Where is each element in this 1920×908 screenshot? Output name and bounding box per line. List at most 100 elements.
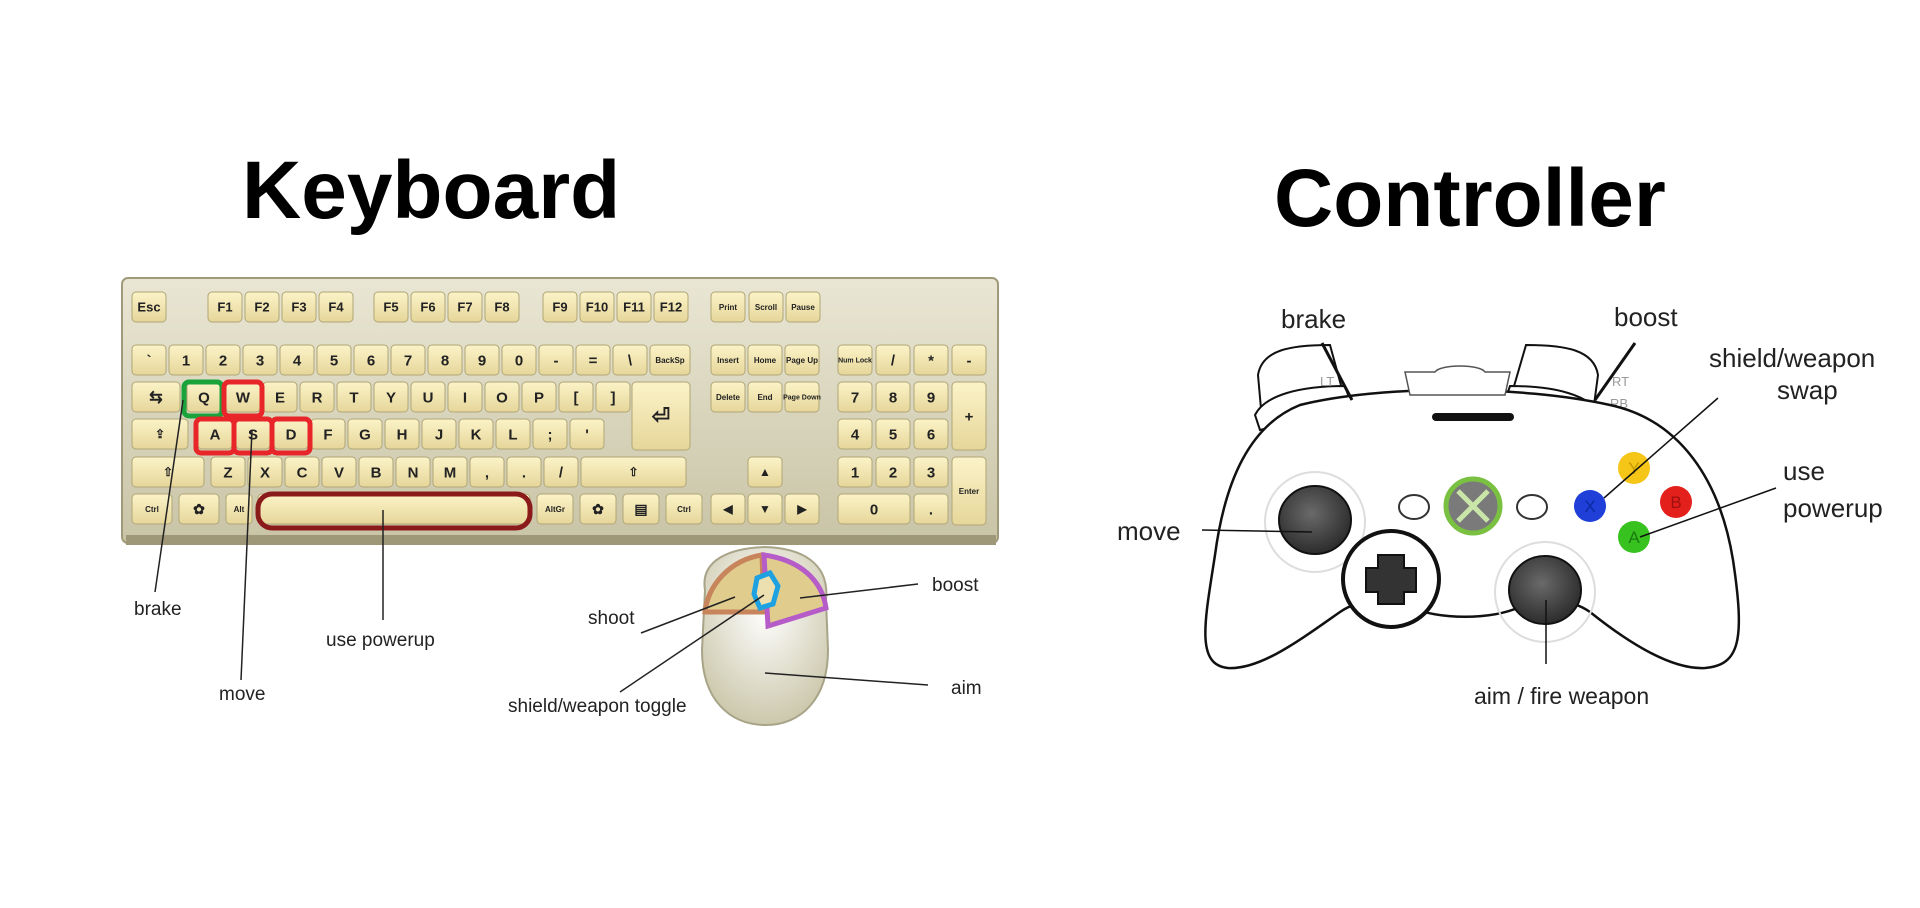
key-label-arrow-up: ▲ bbox=[759, 465, 771, 479]
key-label-num-2: 2 bbox=[219, 352, 227, 369]
key-label-np-3: 3 bbox=[927, 464, 935, 481]
key-shift-5 bbox=[395, 456, 431, 488]
key-label-np-4: 4 bbox=[851, 426, 860, 443]
key-num-1 bbox=[168, 344, 204, 376]
key-label-nav-3: Delete bbox=[716, 393, 741, 402]
key-fn-9 bbox=[542, 291, 578, 323]
key-fn-11 bbox=[616, 291, 652, 323]
key-caps-9 bbox=[532, 418, 568, 450]
key-label-fn-15: Pause bbox=[791, 303, 815, 312]
key-label-caps-5: H bbox=[397, 426, 408, 443]
key-np-2 bbox=[875, 456, 911, 488]
key-num-14 bbox=[649, 344, 691, 376]
ctrl-powerup-label-line1: use bbox=[1783, 456, 1825, 486]
boost-label: boost bbox=[932, 575, 979, 596]
dpad bbox=[1365, 554, 1417, 605]
key-label-shift-6: M bbox=[444, 464, 457, 481]
key-label-shift-2: C bbox=[297, 464, 308, 481]
key-np-7 bbox=[837, 381, 873, 413]
key-label-fn-7: F7 bbox=[457, 300, 472, 315]
xbox-logo-icon bbox=[1456, 489, 1490, 523]
use-powerup-label: use powerup bbox=[326, 630, 435, 651]
move-key-d-highlight bbox=[269, 416, 313, 456]
key-fn-0 bbox=[131, 291, 167, 323]
key-label-fn-2: F2 bbox=[254, 300, 269, 315]
key-np-1 bbox=[837, 456, 873, 488]
a-button bbox=[1618, 521, 1650, 553]
key-label-np-5: 5 bbox=[889, 426, 897, 443]
key-fn-3 bbox=[281, 291, 317, 323]
key-num-2 bbox=[205, 344, 241, 376]
key-label-num-6: 6 bbox=[367, 352, 375, 369]
y-button bbox=[1618, 452, 1650, 484]
key-label-tab-3: R bbox=[312, 389, 323, 406]
ctrl-move-label: move bbox=[1117, 516, 1181, 546]
left-stick bbox=[1278, 485, 1352, 555]
key-nav-0 bbox=[710, 344, 746, 376]
key-label-tab-6: U bbox=[423, 389, 434, 406]
key-label-np-8: 8 bbox=[889, 389, 897, 406]
key-label-np-dot: . bbox=[929, 501, 933, 518]
key-label-np-plus: + bbox=[965, 408, 974, 425]
key-label-np-numlock: Num Lock bbox=[838, 357, 872, 364]
key-label-alt: Alt bbox=[234, 505, 245, 514]
key-label-win-l: ✿ bbox=[193, 501, 205, 517]
key-label-tab-4: T bbox=[349, 389, 358, 406]
key-arrow-up bbox=[747, 456, 783, 488]
ctrl-brake-label: brake bbox=[1281, 304, 1346, 334]
key-label-fn-5: F5 bbox=[383, 300, 398, 315]
key-label-ctrl-l: Ctrl bbox=[145, 505, 159, 514]
key-label-caps-3: F bbox=[323, 426, 332, 443]
key-fn-15 bbox=[785, 291, 821, 323]
key-num-11 bbox=[538, 344, 574, 376]
key-nav-1 bbox=[747, 344, 783, 376]
key-label-num-7: 7 bbox=[404, 352, 412, 369]
right-click-highlight bbox=[761, 552, 829, 630]
ctrl-shield-label-line1: shield/weapon bbox=[1709, 343, 1875, 373]
key-caps-6 bbox=[421, 418, 457, 450]
key-tab-5 bbox=[373, 381, 409, 413]
controller-led-bar bbox=[1432, 413, 1514, 421]
key-shift-8 bbox=[506, 456, 542, 488]
key-np-3 bbox=[913, 456, 949, 488]
key-label-fn-3: F3 bbox=[291, 300, 306, 315]
key-caps-7 bbox=[458, 418, 494, 450]
key-shift-7 bbox=[469, 456, 505, 488]
brake-label: brake bbox=[134, 599, 182, 620]
key-nav-3 bbox=[710, 381, 746, 413]
keyboard-shadow bbox=[126, 535, 996, 545]
key-label-np-mul: * bbox=[928, 352, 934, 369]
key-tab-7 bbox=[447, 381, 483, 413]
key-tab-10 bbox=[558, 381, 594, 413]
key-label-shift-8: . bbox=[522, 464, 526, 481]
key-label-caps-8: L bbox=[508, 426, 517, 443]
key-label-shift-9: / bbox=[559, 464, 564, 481]
key-shift-9 bbox=[543, 456, 579, 488]
ctrl-shield-label-line2: swap bbox=[1777, 375, 1838, 405]
key-num-13 bbox=[612, 344, 648, 376]
key-label-np-minus: - bbox=[967, 352, 972, 369]
key-enter bbox=[631, 381, 691, 451]
rt-button-label: RT bbox=[1612, 374, 1629, 389]
key-label-caps-1: S bbox=[248, 426, 258, 443]
key-np-6 bbox=[913, 418, 949, 450]
key-label-shift-0: Z bbox=[223, 464, 232, 481]
key-shift-2 bbox=[284, 456, 320, 488]
key-num-3 bbox=[242, 344, 278, 376]
key-label-num-5: 5 bbox=[330, 352, 338, 369]
key-label-fn-11: F11 bbox=[623, 300, 645, 315]
key-label-menu: ▤ bbox=[634, 501, 647, 517]
key-label-caps-6: J bbox=[435, 426, 443, 443]
key-label-shift-4: B bbox=[371, 464, 382, 481]
key-caps-5 bbox=[384, 418, 420, 450]
key-label-nav-4: End bbox=[757, 393, 772, 402]
key-label-num-14: BackSp bbox=[655, 356, 684, 365]
key-label-win-r: ✿ bbox=[592, 501, 604, 517]
key-label-shift-7: , bbox=[485, 464, 489, 481]
key-np-div bbox=[875, 344, 911, 376]
key-label-tab-8: O bbox=[496, 389, 508, 406]
key-ctrl-l bbox=[131, 493, 173, 525]
key-tab-4 bbox=[336, 381, 372, 413]
key-arrow-down bbox=[747, 493, 783, 525]
